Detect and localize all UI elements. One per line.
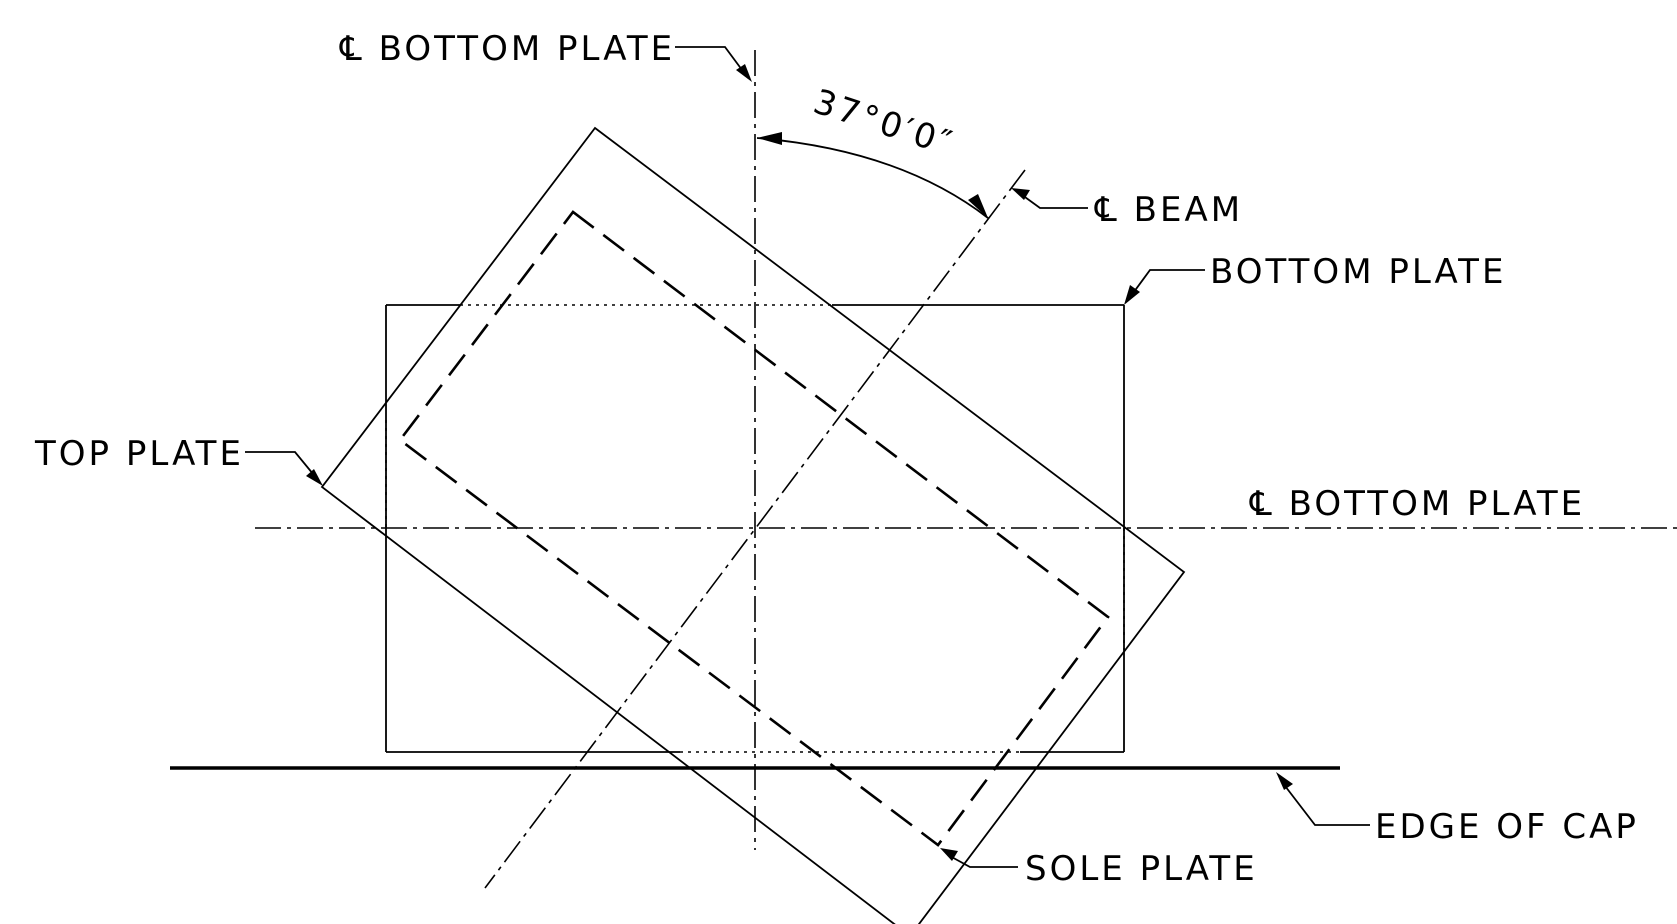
leader-top-plate (245, 451, 323, 486)
label-bottom-plate: BOTTOM PLATE (1210, 252, 1506, 292)
label-angle: 37°0′0″ (809, 82, 959, 165)
leader-edge-of-cap (1276, 772, 1370, 826)
label-cl-bottom-plate-right: ℄ BOTTOM PLATE (1249, 484, 1585, 524)
leader-sole-plate (940, 848, 1018, 868)
label-edge-of-cap: EDGE OF CAP (1375, 807, 1639, 847)
centerline-beam (484, 169, 1026, 889)
arc-arrow-left (757, 132, 782, 145)
label-cl-bottom-plate-top: ℄ BOTTOM PLATE (339, 29, 675, 69)
arc-arrow-right (968, 194, 988, 218)
sole-plate (398, 210, 1110, 847)
angle-dimension-arc (756, 137, 989, 219)
label-sole-plate: SOLE PLATE (1025, 849, 1258, 889)
leader-cl-bottom-plate-top (675, 46, 752, 82)
top-plate (320, 126, 1186, 924)
label-cl-beam: ℄ BEAM (1094, 190, 1243, 230)
label-top-plate: TOP PLATE (34, 434, 244, 474)
leader-cl-beam (1011, 188, 1088, 209)
leader-bottom-plate (1124, 269, 1205, 305)
